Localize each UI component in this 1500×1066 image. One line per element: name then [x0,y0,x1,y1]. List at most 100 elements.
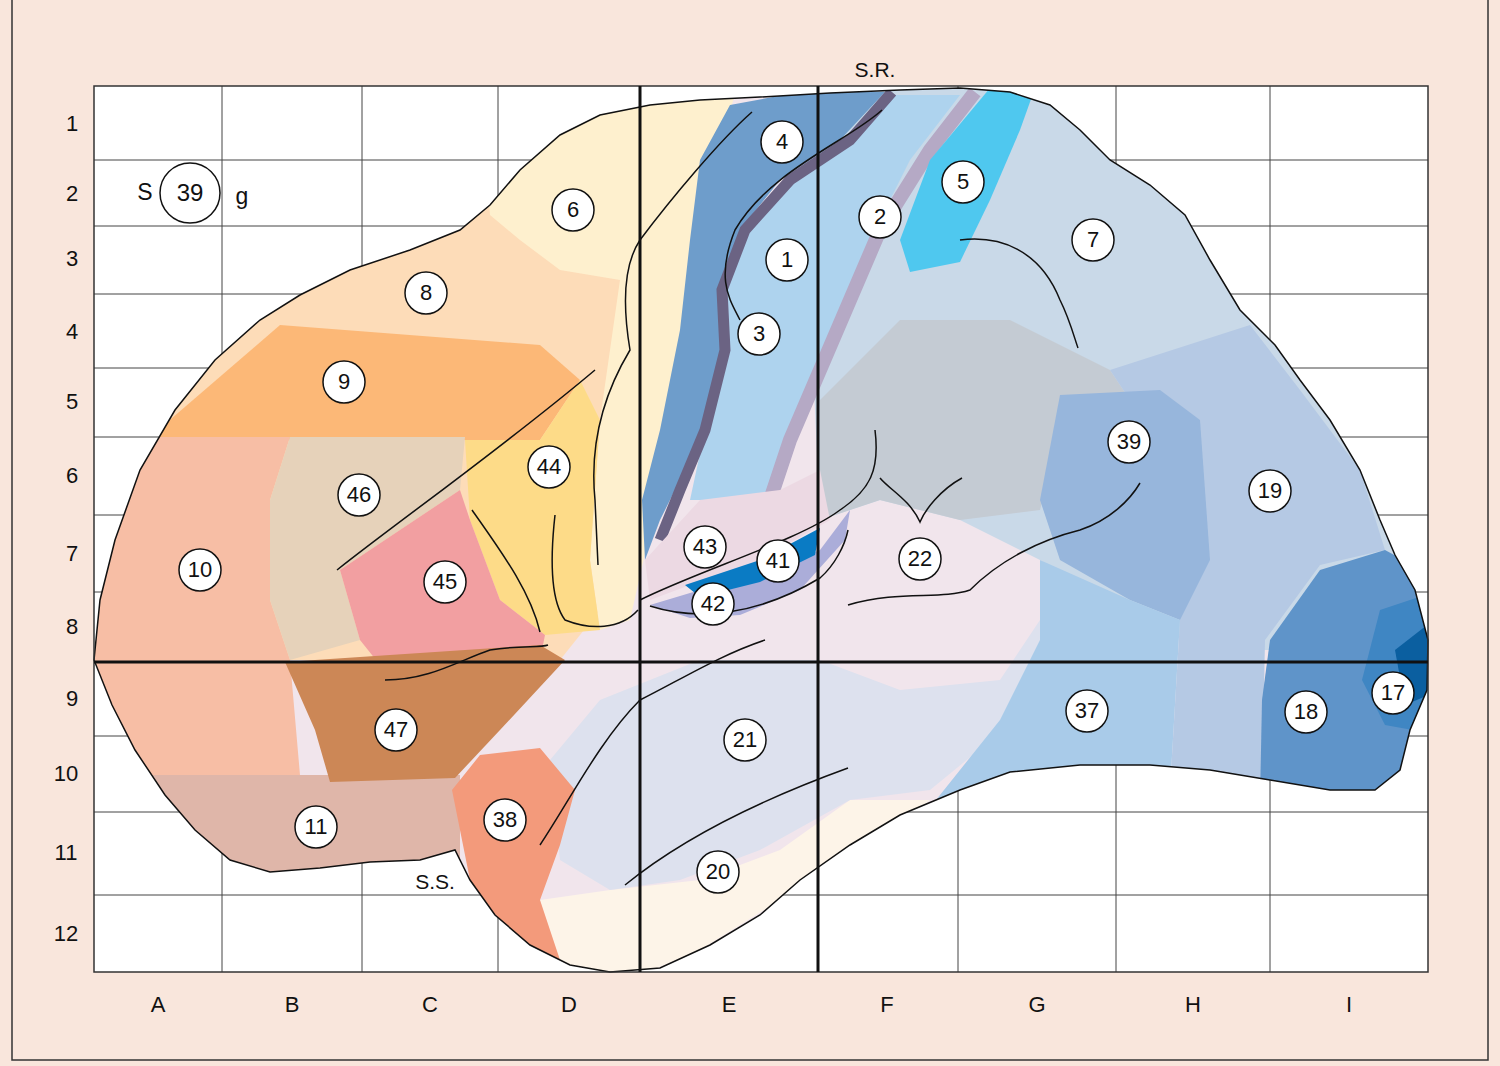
circle-shape [697,851,739,893]
area-number: 3 [753,322,765,346]
sulcus-line [960,239,1078,348]
sulcus-line [640,430,876,600]
area-number: 10 [188,558,212,582]
area-circle: 20 [696,850,740,894]
area-number: 21 [733,728,757,752]
grid-row-label: 11 [53,841,80,865]
area-circle: 17 [1371,671,1415,715]
area-5 [900,88,1035,272]
circle-shape [724,719,766,761]
area-number: 19 [1258,479,1282,503]
area-circle: 39 [159,162,221,224]
area-circle: 43 [683,525,727,569]
key-letter: S [135,180,154,205]
area-number: 8 [420,281,432,305]
circle-shape [766,239,808,281]
grid-row-label: 7 [64,542,80,566]
area-number: 17 [1381,681,1405,705]
grid-row-label: 5 [64,390,80,414]
area-number: 6 [567,198,579,222]
area-circle: 9 [322,360,366,404]
area-number: 47 [384,718,408,742]
area-circle: 37 [1065,689,1109,733]
circle-shape [684,526,726,568]
circle-shape [179,549,221,591]
sulcus-line [337,370,595,570]
area-number: 18 [1294,700,1318,724]
sulcus-line [594,112,752,565]
sulci [337,110,1140,885]
brain-base [80,80,1440,980]
area-circle: 19 [1248,469,1292,513]
area-3 [660,92,892,540]
area-circle: 46 [337,473,381,517]
area-number: 5 [957,170,969,194]
grid-row-label: 10 [52,762,80,786]
area-circle: 41 [756,539,800,583]
area-number: 37 [1075,699,1099,723]
circle-shape [338,474,380,516]
area-circle: 6 [551,188,595,232]
grid-column-label: I [1344,993,1354,1017]
grid-row-label: 6 [64,464,80,488]
circle-shape [375,709,417,751]
brain-outline [94,88,1428,972]
area-circle: 38 [483,798,527,842]
area-circle: 21 [723,718,767,762]
circle-shape [405,272,447,314]
reference-lines [94,86,1428,972]
circle-shape [1372,672,1414,714]
circle-shape [1072,219,1114,261]
area-number: 39 [177,180,204,206]
grid-row-label: 4 [64,320,80,344]
sulcus-line [472,510,540,632]
area-circle: 7 [1071,218,1115,262]
circle-shape [424,561,466,603]
circle-shape [942,161,984,203]
area-42 [650,510,850,618]
area-number: 41 [766,549,790,573]
grid-row-label: 12 [52,922,80,946]
area-number: 44 [537,455,561,479]
area-circle: 45 [423,560,467,604]
circle-shape [859,196,901,238]
grid-column-label: C [420,993,440,1017]
area-circle: 11 [294,805,338,849]
area-number: 39 [1117,430,1141,454]
area-circle: 18 [1284,690,1328,734]
frame [12,0,1488,1060]
sulcus-line [552,515,638,627]
circle-shape [160,163,220,223]
circle-shape [761,121,803,163]
area-number: 20 [706,860,730,884]
area-37 [920,560,1180,820]
grid-row-label: 8 [64,615,80,639]
area-circle: 10 [178,548,222,592]
area-circle: 39 [1107,420,1151,464]
area-circle: 2 [858,195,902,239]
area-circle: 47 [374,708,418,752]
area-number: 2 [874,205,886,229]
area-number: 22 [908,547,932,571]
area-number: 42 [701,592,725,616]
area-number: 43 [693,535,717,559]
grid-column-label: E [720,993,739,1017]
circle-shape [552,189,594,231]
sulcus-label: S.S. [413,870,457,893]
circle-shape [1066,690,1108,732]
circle-shape [692,583,734,625]
area-number: 38 [493,808,517,832]
sulcus-line [880,478,962,522]
grid-column-label: G [1026,993,1047,1017]
area-number: 46 [347,483,371,507]
grid-row-label: 9 [64,687,80,711]
area-circle: 44 [527,445,571,489]
grid-column-label: D [559,993,579,1017]
grid-column-label: B [283,993,302,1017]
circle-shape [757,540,799,582]
grid-row-label: 3 [64,247,80,271]
